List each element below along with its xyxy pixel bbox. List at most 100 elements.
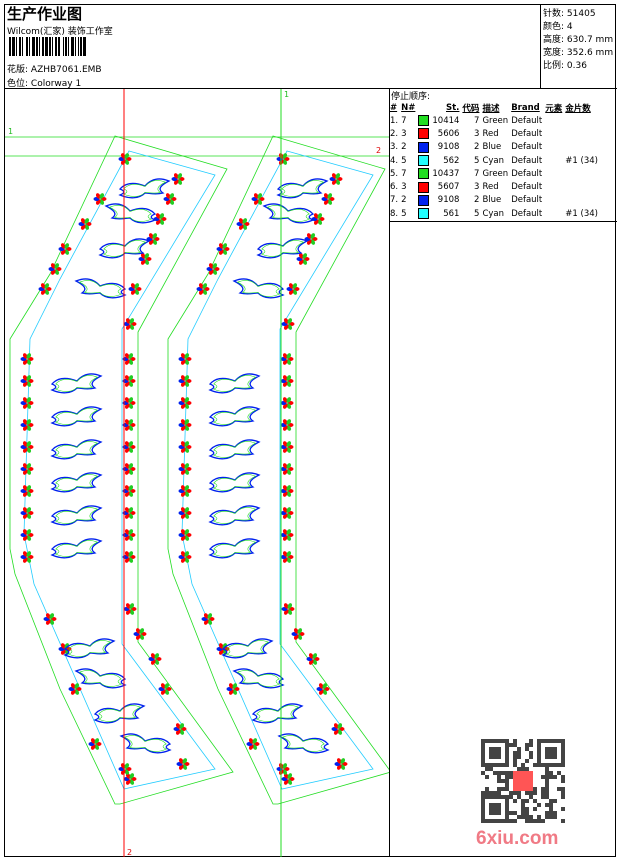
bird-motif	[221, 638, 274, 659]
color-code: 7	[474, 115, 480, 126]
flower-motif	[178, 463, 192, 475]
flower-motif	[20, 463, 34, 475]
sequin-count	[565, 141, 601, 154]
color-swatch-box	[418, 208, 430, 220]
flower-motif	[122, 507, 136, 519]
column-header	[418, 101, 432, 114]
flower-motif	[133, 628, 147, 640]
flower-motif	[128, 283, 142, 295]
guide-label-green-h: 1	[8, 127, 13, 136]
color-code: 3	[474, 182, 480, 193]
flower-motif	[281, 603, 295, 615]
brand: Default	[511, 208, 543, 219]
needle: 2	[401, 142, 407, 153]
color-desc: Red	[482, 182, 499, 193]
row-number: 1.	[390, 115, 399, 126]
flower-motif	[122, 551, 136, 563]
flower-motif	[20, 551, 34, 563]
stitch-count: 5606	[437, 128, 460, 139]
flower-motif	[280, 485, 294, 497]
flower-motif	[178, 485, 192, 497]
stat-colors: 颜色: 4	[543, 22, 573, 32]
bird-motif	[256, 238, 309, 259]
color-swatch	[418, 114, 432, 127]
flower-motif	[43, 613, 57, 625]
flower-motif	[93, 193, 107, 205]
divider	[4, 88, 617, 89]
row-number: 7.	[390, 195, 399, 206]
flower-motif	[58, 243, 72, 255]
flower-motif	[291, 628, 305, 640]
sequin-count	[565, 194, 601, 207]
divider	[389, 88, 390, 857]
bird-motif	[50, 373, 103, 394]
flower-motif	[178, 375, 192, 387]
flower-motif	[20, 485, 34, 497]
brand: Default	[511, 155, 543, 166]
bird-motif	[208, 505, 261, 526]
flower-motif	[123, 603, 137, 615]
colorway: 色位: Colorway 1	[7, 76, 81, 89]
flower-motif	[68, 683, 82, 695]
flower-motif	[48, 263, 62, 275]
color-swatch	[418, 207, 432, 220]
flower-motif	[20, 419, 34, 431]
flower-motif	[123, 773, 137, 785]
stat-scale: 比例: 0.36	[543, 61, 587, 71]
row-number: 6.	[390, 182, 399, 193]
flower-motif	[118, 763, 132, 775]
color-swatch-box	[418, 155, 430, 167]
sequin-count	[565, 167, 601, 180]
color-swatch-box	[418, 128, 430, 140]
stitch-count: 10437	[432, 168, 460, 179]
bird-motif	[119, 733, 172, 754]
flower-motif	[280, 419, 294, 431]
brand: Default	[511, 142, 543, 153]
company-name: Wilcom(汇家) 装饰工作室	[7, 27, 113, 37]
column-header: #	[390, 102, 398, 113]
guide-label-red-h: 2	[376, 146, 381, 155]
flower-motif	[20, 353, 34, 365]
stat-height: 高度: 630.7 mm	[543, 35, 614, 45]
row-number: 4.	[390, 155, 399, 166]
band-outline	[167, 135, 389, 805]
flower-motif	[280, 529, 294, 541]
band-outline	[9, 135, 234, 805]
flower-motif	[178, 441, 192, 453]
color-swatch-box	[418, 141, 430, 153]
sequin-count	[565, 127, 601, 140]
bird-motif	[98, 238, 151, 259]
bird-motif	[208, 439, 261, 460]
flower-motif	[20, 441, 34, 453]
color-desc: Blue	[482, 142, 502, 153]
column-header: N#	[401, 102, 416, 113]
flower-motif	[88, 738, 102, 750]
stats-box: 针数: 51405 颜色: 4 高度: 630.7 mm 宽度: 352.6 m…	[540, 4, 618, 88]
needle: 7	[401, 115, 407, 126]
elements	[545, 207, 565, 220]
needle: 7	[401, 168, 407, 179]
flower-motif	[329, 173, 343, 185]
flower-motif	[304, 233, 318, 245]
flower-motif	[280, 441, 294, 453]
stop-sequence-title: 停止顺序:	[391, 92, 431, 102]
flower-motif	[122, 441, 136, 453]
page-title: 生产作业图	[7, 5, 83, 23]
brand: Default	[511, 168, 543, 179]
design-band-2	[167, 135, 389, 805]
sequin-count: #1 (34)	[565, 155, 598, 166]
color-swatch	[418, 154, 432, 167]
color-code: 7	[474, 168, 480, 179]
bird-motif	[262, 203, 315, 224]
elements	[545, 167, 565, 180]
flower-motif	[280, 551, 294, 563]
